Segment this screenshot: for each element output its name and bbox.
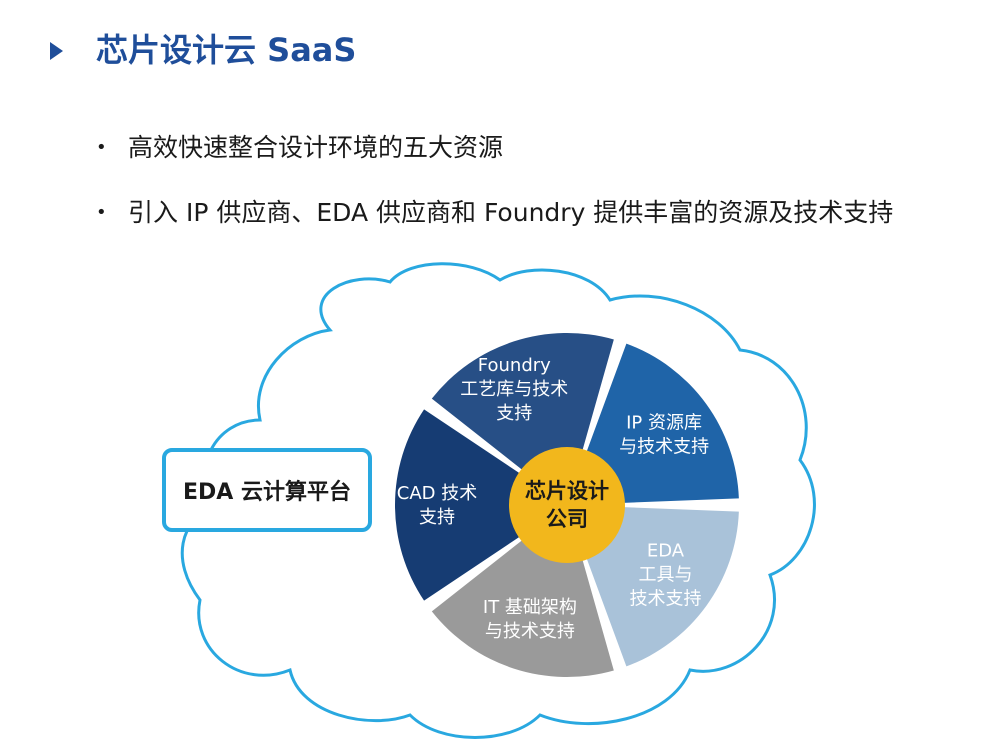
page-title: 芯片设计云 SaaS — [96, 31, 357, 69]
center-circle — [509, 447, 625, 563]
segment-label-3: IT 基础架构与技术支持 — [483, 597, 577, 642]
bullet-dot-icon: • — [96, 202, 107, 223]
segments-group — [395, 333, 739, 678]
bullet-item: • 引入 IP 供应商、EDA 供应商和 Foundry 提供丰富的资源及技术支… — [96, 193, 893, 233]
bullet-dot-icon: • — [96, 137, 107, 158]
bullet-item: • 高效快速整合设计环境的五大资源 — [96, 128, 893, 168]
bullet-list: • 高效快速整合设计环境的五大资源 • 引入 IP 供应商、EDA 供应商和 F… — [96, 128, 893, 258]
title-marker-icon — [50, 42, 63, 60]
center-label: 芯片设计公司 — [525, 479, 609, 531]
segment-label-4: CAD 技术支持 — [397, 483, 477, 528]
eda-cloud-platform-box: EDA 云计算平台 — [162, 448, 372, 532]
segment-2 — [584, 506, 739, 667]
segment-label-1: IP 资源库与技术支持 — [619, 412, 709, 457]
bullet-text: 引入 IP 供应商、EDA 供应商和 Foundry 提供丰富的资源及技术支持 — [128, 198, 894, 227]
segment-0 — [431, 333, 614, 475]
segment-3 — [431, 535, 614, 678]
bullet-text: 高效快速整合设计环境的五大资源 — [128, 133, 504, 162]
segment-4 — [395, 409, 526, 601]
platform-label: EDA 云计算平台 — [183, 480, 351, 505]
segment-1 — [584, 343, 739, 504]
